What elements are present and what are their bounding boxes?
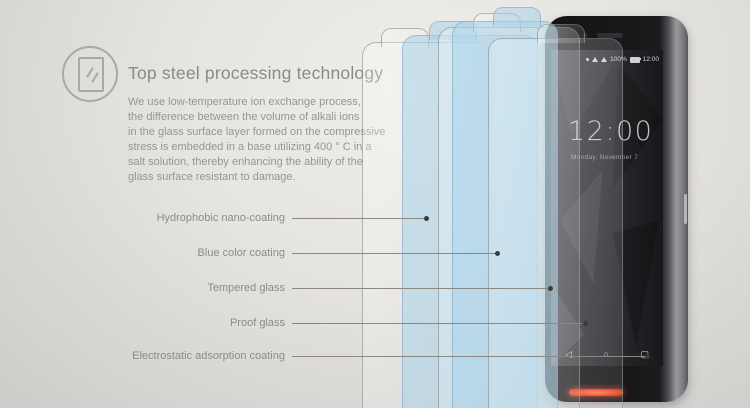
signal-icon xyxy=(601,57,608,62)
recents-icon: ▢ xyxy=(640,349,649,360)
status-time: 12:00 xyxy=(642,56,659,63)
glass-protector-icon xyxy=(62,46,118,102)
lockscreen-date: Monday, November 7 xyxy=(571,154,639,161)
screen-shade xyxy=(551,50,663,366)
nav-bar: ◁ ○ ▢ xyxy=(551,349,663,360)
layer-sheet-proof-glass xyxy=(452,7,558,408)
layer-callout: Hydrophobic nano-coating xyxy=(0,210,429,226)
layer-label: Electrostatic adsorption coating xyxy=(132,350,285,362)
layer-callout: Electrostatic adsorption coating xyxy=(0,348,650,364)
section-title: Top steel processing technology xyxy=(128,63,384,83)
front-camera-icon xyxy=(583,33,588,38)
leader-dot xyxy=(495,250,500,256)
layer-label: Blue color coating xyxy=(197,247,285,259)
status-bar: 100% 12:00 xyxy=(586,56,659,63)
section-description: We use low-temperature ion exchange proc… xyxy=(128,95,385,185)
leader-dot xyxy=(645,353,650,359)
glass-rect-icon xyxy=(78,57,104,92)
layer-label: Tempered glass xyxy=(207,282,285,294)
leader-line xyxy=(292,287,548,289)
description-line: stress is embedded in a base utilizing 4… xyxy=(128,141,372,153)
home-key-glow xyxy=(569,389,623,396)
layer-callout: Blue color coating xyxy=(0,245,500,261)
leader-line xyxy=(292,355,645,357)
battery-icon xyxy=(629,56,641,63)
layer-callout: Tempered glass xyxy=(0,280,553,296)
home-icon: ○ xyxy=(603,349,608,360)
leader-line xyxy=(292,252,495,254)
leader-dot xyxy=(583,320,588,326)
earpiece-icon xyxy=(597,33,623,38)
lockscreen-clock: 12:00 xyxy=(568,116,653,147)
phone-screen: 100% 12:00 12:00 Monday, November 7 ◁ ○ … xyxy=(551,50,663,366)
leader-line xyxy=(292,322,583,324)
notification-dot-icon xyxy=(586,58,590,61)
layer-label: Hydrophobic nano-coating xyxy=(156,212,285,224)
leader-line xyxy=(292,217,424,219)
description-line: the difference between the volume of alk… xyxy=(128,111,360,123)
back-icon: ◁ xyxy=(565,349,572,360)
leader-dot xyxy=(424,215,429,221)
phone: 100% 12:00 12:00 Monday, November 7 ◁ ○ … xyxy=(545,16,688,402)
shine-slash-icon xyxy=(91,72,99,83)
description-line: We use low-temperature ion exchange proc… xyxy=(128,96,361,108)
power-button xyxy=(684,194,687,224)
layer-label: Proof glass xyxy=(229,317,285,329)
shine-slash-icon xyxy=(86,67,94,78)
layer-callout: Proof glass xyxy=(0,315,588,331)
battery-percent: 100% xyxy=(610,56,627,63)
leader-dot xyxy=(548,285,553,291)
description-line: salt solution, thereby enhancing the abi… xyxy=(128,156,363,168)
wifi-icon xyxy=(592,57,599,62)
description-line: in the glass surface layer formed on the… xyxy=(128,126,386,138)
description-line: glass surface resistant to damage. xyxy=(128,171,296,183)
layer-sheet-electrostatic xyxy=(488,24,623,408)
